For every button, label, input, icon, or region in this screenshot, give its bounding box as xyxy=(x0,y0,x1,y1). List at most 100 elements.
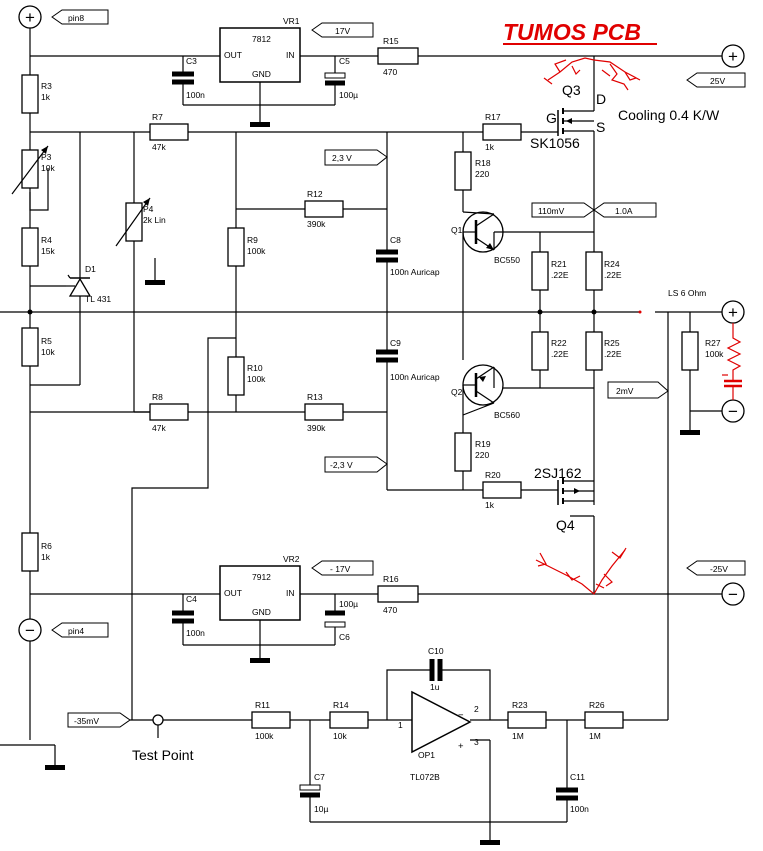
r26-resistor: R26 1M xyxy=(584,700,624,741)
svg-text:R17: R17 xyxy=(485,112,501,122)
c10-capacitor: C10 1u xyxy=(428,646,444,692)
svg-text:1: 1 xyxy=(398,720,403,730)
svg-text:OUT: OUT xyxy=(224,588,242,598)
svg-text:R11: R11 xyxy=(255,700,270,710)
svg-text:100µ: 100µ xyxy=(339,90,358,100)
q3-snubber-annotation xyxy=(543,57,641,91)
c7-capacitor: C7 10µ xyxy=(299,772,328,822)
svg-text:TL072B: TL072B xyxy=(410,772,440,782)
r7-resistor: R7 47k xyxy=(149,112,189,152)
svg-text:C7: C7 xyxy=(314,772,325,782)
svg-text:R5: R5 xyxy=(41,336,52,346)
pin4-tag-text: pin4 xyxy=(68,626,84,636)
svg-text:R15: R15 xyxy=(383,36,399,46)
d1-tl431: D1 TL 431 xyxy=(66,132,111,385)
pin8-tag xyxy=(51,9,109,25)
q2-transistor: Q2 BC560 xyxy=(451,364,520,420)
r13-resistor: R13 390k xyxy=(304,392,344,433)
vr1-out-tag-text: 17V xyxy=(335,26,350,36)
svg-text:1M: 1M xyxy=(589,731,601,741)
offset-2mv-tag-text: 2mV xyxy=(616,386,634,396)
svg-text:Q3: Q3 xyxy=(562,82,581,98)
r18-resistor: R18 220 xyxy=(454,151,491,191)
svg-text:R4: R4 xyxy=(41,235,52,245)
speaker-minus-terminal-minus: − xyxy=(728,402,738,421)
svg-text:R9: R9 xyxy=(247,235,258,245)
svg-text:.22E: .22E xyxy=(551,349,569,359)
svg-text:R16: R16 xyxy=(383,574,399,584)
r4-resistor: R4 15k xyxy=(21,227,55,267)
svg-text:1k: 1k xyxy=(41,552,51,562)
svg-text:C9: C9 xyxy=(390,338,401,348)
neg-rail-terminal xyxy=(721,582,745,606)
svg-text:R21: R21 xyxy=(551,259,567,269)
r17-resistor: R17 1k xyxy=(482,112,522,152)
svg-text:390k: 390k xyxy=(307,219,326,229)
r10-resistor: R10 100k xyxy=(227,356,266,396)
vr2-out-tag-text: - 17V xyxy=(330,564,351,574)
pos-rail-tag-text: 25V xyxy=(710,76,725,86)
svg-text:C3: C3 xyxy=(186,56,197,66)
schematic-title: TUMOS PCB xyxy=(503,19,641,45)
top-rail: + pin8 + 25V xyxy=(18,5,746,740)
q1-transistor: Q1 BC550 xyxy=(451,211,520,265)
svg-text:R26: R26 xyxy=(589,700,605,710)
svg-text:R10: R10 xyxy=(247,363,263,373)
svg-text:1M: 1M xyxy=(512,731,524,741)
r27-resistor: R27 100k xyxy=(681,331,724,371)
q4-mosfet: 2SJ162 Q4 xyxy=(534,465,594,533)
q3-mosfet: Q3 D G S SK1056 xyxy=(530,82,606,151)
r19-resistor: R19 220 xyxy=(454,432,491,472)
svg-text:IN: IN xyxy=(286,50,295,60)
vr-110mv-tag xyxy=(531,202,595,218)
r22-resistor: R22 .22E xyxy=(531,331,569,371)
r21-resistor: R21 .22E xyxy=(531,251,569,291)
test-point-node xyxy=(152,714,164,726)
svg-text:R18: R18 xyxy=(475,158,491,168)
svg-text:GND: GND xyxy=(252,607,271,617)
svg-text:R12: R12 xyxy=(307,189,323,199)
svg-text:G: G xyxy=(546,110,557,126)
svg-text:Q2: Q2 xyxy=(451,387,463,397)
svg-text:2SJ162: 2SJ162 xyxy=(534,465,582,481)
r11-resistor: R11 100k xyxy=(251,700,291,741)
svg-text:1k: 1k xyxy=(485,142,495,152)
q4-snubber-annotation xyxy=(535,547,627,595)
svg-text:TL 431: TL 431 xyxy=(85,294,111,304)
svg-text:R23: R23 xyxy=(512,700,528,710)
i-1a-tag-text: 1.0A xyxy=(615,206,633,216)
svg-text:2: 2 xyxy=(474,704,479,714)
r24-resistor: R24 .22E xyxy=(585,251,622,291)
p3-potentiometer: P3 10k xyxy=(11,145,55,211)
r12-resistor: R12 390k xyxy=(304,189,344,229)
svg-text:100k: 100k xyxy=(247,374,266,384)
svg-text:100k: 100k xyxy=(255,731,274,741)
svg-text:1k: 1k xyxy=(41,92,51,102)
svg-text:IN: IN xyxy=(286,588,295,598)
svg-text:P4: P4 xyxy=(143,204,154,214)
svg-text:R24: R24 xyxy=(604,259,620,269)
svg-text:OP1: OP1 xyxy=(418,750,435,760)
svg-text:.22E: .22E xyxy=(604,349,622,359)
svg-text:390k: 390k xyxy=(307,423,326,433)
r15-resistor: R15 470 xyxy=(377,36,419,77)
pin4-terminal xyxy=(18,618,42,642)
vr2-regulator: VR2 7912 OUT IN GND xyxy=(219,554,301,663)
svg-text:OUT: OUT xyxy=(224,50,242,60)
vr1-out-tag xyxy=(311,22,374,38)
svg-text:+: + xyxy=(458,741,464,752)
svg-text:.22E: .22E xyxy=(604,270,622,280)
c3-capacitor: C3 100n xyxy=(172,56,205,105)
r6-resistor: R6 1k xyxy=(21,532,52,572)
svg-text:100n Auricap: 100n Auricap xyxy=(390,372,440,382)
svg-text:BC550: BC550 xyxy=(494,255,520,265)
svg-text:2k Lin: 2k Lin xyxy=(143,215,166,225)
pos-rail-terminal-plus: + xyxy=(728,47,738,66)
pin4-tag xyxy=(51,622,109,638)
svg-text:R8: R8 xyxy=(152,392,163,402)
c5-capacitor: C5 100µ xyxy=(324,56,358,105)
pin8-tag-text: pin8 xyxy=(68,13,84,23)
svg-text:C4: C4 xyxy=(186,594,197,604)
svg-text:BC560: BC560 xyxy=(494,410,520,420)
